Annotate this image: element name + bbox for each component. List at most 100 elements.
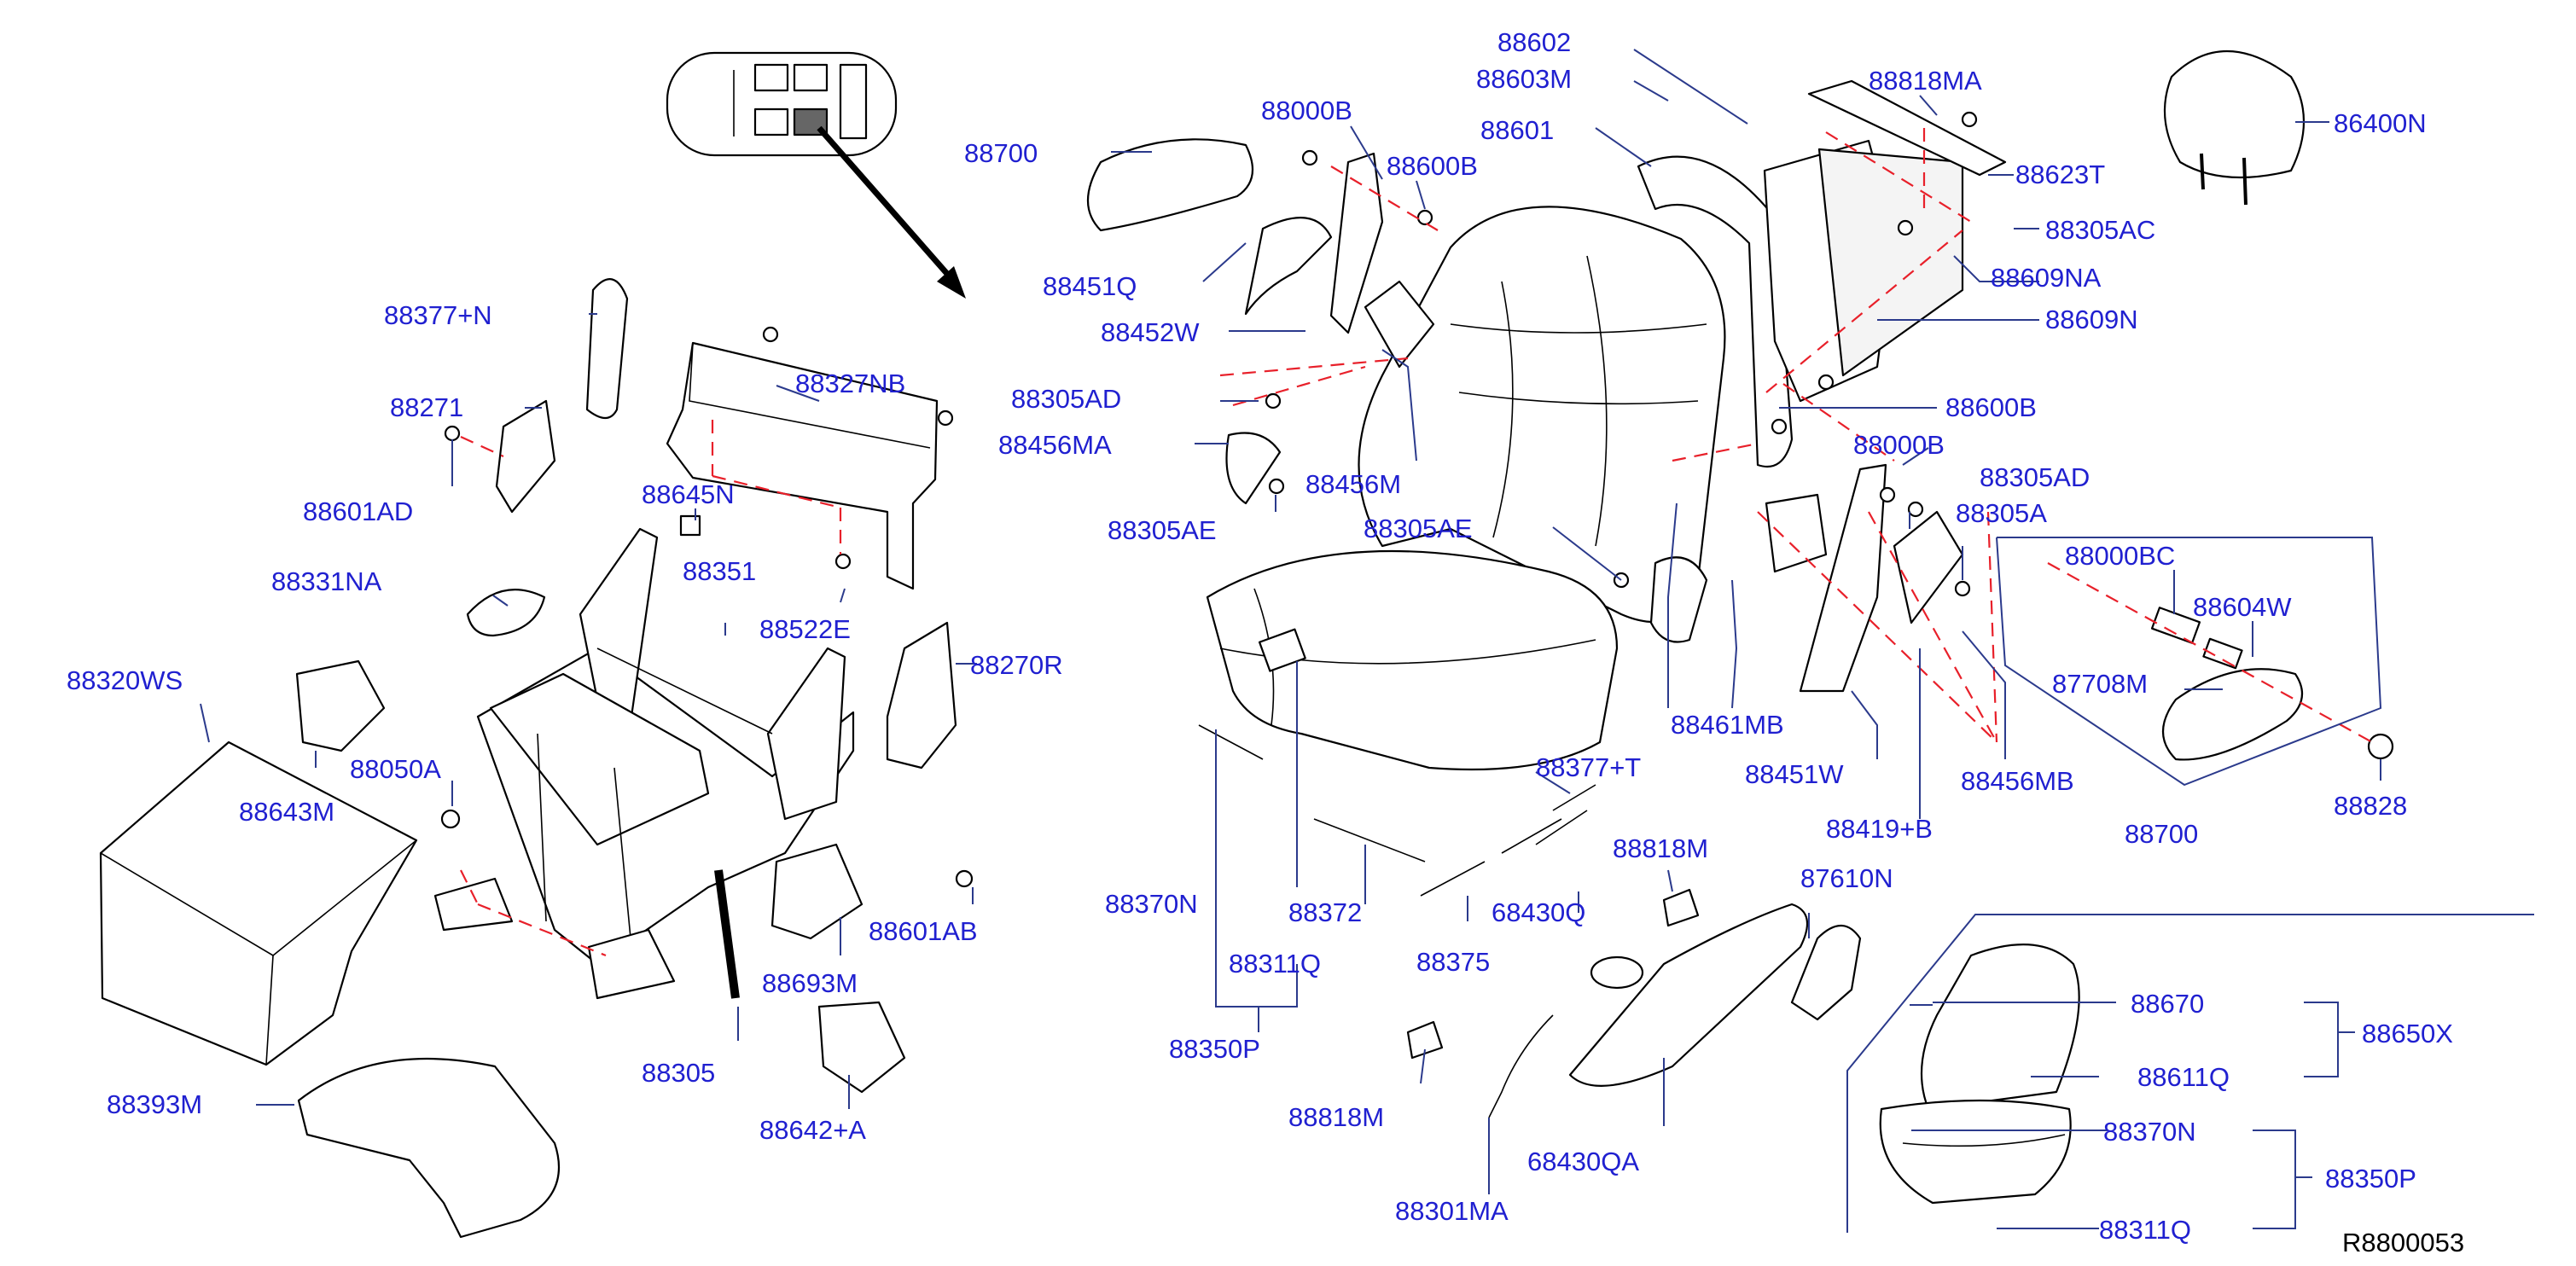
label-88604w[interactable]: 88604W	[2193, 592, 2292, 622]
dashed-assembly-guides	[460, 128, 2373, 957]
label-88393m[interactable]: 88393M	[107, 1089, 202, 1119]
label-88377n[interactable]: 88377+N	[384, 300, 492, 330]
label-88818m-top[interactable]: 88818M	[1613, 833, 1708, 863]
headrest-86400N	[2163, 49, 2305, 206]
cover-88270R	[886, 621, 957, 769]
label-88377t[interactable]: 88377+T	[1536, 752, 1641, 782]
label-88451w[interactable]: 88451W	[1745, 759, 1844, 789]
back-panel-88609N	[1763, 139, 1964, 403]
seat-cushion-88350P	[1206, 549, 1619, 771]
label-88600b-top[interactable]: 88600B	[1387, 151, 1478, 181]
storage-bin-88320WS	[99, 740, 418, 1066]
armrest-88700-top	[1086, 138, 1254, 232]
armrest-88700-right	[2150, 607, 2394, 761]
label-68430qa[interactable]: 68430QA	[1527, 1147, 1639, 1176]
recliner-hinge-left	[1225, 152, 1435, 505]
part-labels: 88700 88000B 88600B 88602 88603M 88601 8…	[67, 27, 2464, 1257]
label-88623t[interactable]: 88623T	[2015, 160, 2105, 189]
label-88602[interactable]: 88602	[1497, 27, 1571, 57]
label-88693m[interactable]: 88693M	[762, 968, 858, 998]
label-88050a[interactable]: 88050A	[350, 754, 441, 784]
label-88642a[interactable]: 88642+A	[759, 1115, 866, 1145]
label-88305ad-left[interactable]: 88305AD	[1011, 384, 1121, 414]
label-88452w[interactable]: 88452W	[1101, 317, 1200, 347]
label-88609n[interactable]: 88609N	[2045, 305, 2138, 334]
label-88350p-inset[interactable]: 88350P	[2325, 1164, 2416, 1193]
label-88456mb[interactable]: 88456MB	[1961, 766, 2074, 796]
small-bolts-centre	[1265, 111, 1978, 597]
label-88670[interactable]: 88670	[2131, 989, 2204, 1019]
label-88601ad[interactable]: 88601AD	[303, 497, 413, 526]
label-88818ma[interactable]: 88818MA	[1869, 66, 1982, 96]
label-88305ac[interactable]: 88305AC	[2045, 215, 2155, 245]
label-88271[interactable]: 88271	[390, 392, 463, 422]
label-88601ab[interactable]: 88601AB	[869, 916, 978, 946]
label-88456ma[interactable]: 88456MA	[998, 430, 1112, 460]
label-88828[interactable]: 88828	[2334, 791, 2407, 821]
label-88305[interactable]: 88305	[642, 1058, 715, 1088]
label-88000b-top[interactable]: 88000B	[1261, 96, 1352, 125]
label-88643m[interactable]: 88643M	[239, 797, 334, 827]
cable-88301MA	[1488, 1014, 1554, 1118]
label-88305a[interactable]: 88305A	[1956, 498, 2047, 528]
label-88000b-right[interactable]: 88000B	[1853, 430, 1945, 460]
label-88311q-inset[interactable]: 88311Q	[2099, 1215, 2191, 1245]
bracket-88271	[495, 399, 556, 514]
label-88603m[interactable]: 88603M	[1476, 64, 1572, 94]
label-88818m-bottom[interactable]: 88818M	[1288, 1102, 1384, 1132]
label-88311q-main[interactable]: 88311Q	[1229, 949, 1321, 979]
label-88375[interactable]: 88375	[1416, 947, 1490, 977]
handle-88331NA	[466, 588, 546, 637]
leader-lines	[200, 49, 2382, 1229]
recliner-hinge-right	[1649, 463, 1964, 693]
label-88305ae-left[interactable]: 88305AE	[1108, 515, 1217, 545]
label-88270r[interactable]: 88270R	[970, 650, 1063, 680]
label-86400n[interactable]: 86400N	[2334, 108, 2427, 138]
seat-back-88600	[1358, 206, 1726, 623]
label-88000bc[interactable]: 88000BC	[2065, 541, 2175, 571]
armrest-bracket-88377N	[585, 278, 629, 420]
label-88320ws[interactable]: 88320WS	[67, 665, 183, 695]
cup-holder-88693M	[770, 843, 864, 940]
label-88461mb[interactable]: 88461MB	[1671, 710, 1784, 740]
label-88301ma[interactable]: 88301MA	[1395, 1196, 1509, 1226]
label-87708m[interactable]: 87708M	[2052, 669, 2148, 699]
label-88305ae-mid[interactable]: 88305AE	[1364, 514, 1473, 543]
label-88601[interactable]: 88601	[1480, 115, 1554, 145]
seat-back-frame-88601	[1637, 155, 1794, 468]
floor-cover-88393M	[297, 1057, 561, 1239]
label-88370n-inset[interactable]: 88370N	[2103, 1117, 2196, 1147]
label-88372[interactable]: 88372	[1288, 897, 1362, 927]
clips-88818M	[1406, 888, 1700, 1060]
seat-base-frame	[433, 341, 939, 1000]
label-88611q[interactable]: 88611Q	[2137, 1062, 2230, 1092]
label-88327nb[interactable]: 88327NB	[795, 369, 905, 398]
label-88351[interactable]: 88351	[683, 556, 756, 586]
label-88609na[interactable]: 88609NA	[1991, 263, 2102, 293]
side-trim-87610N	[1568, 903, 1862, 1087]
label-88451q[interactable]: 88451Q	[1043, 271, 1137, 301]
label-88650x[interactable]: 88650X	[2362, 1019, 2453, 1048]
latch-88642A	[817, 1001, 906, 1094]
label-88419b[interactable]: 88419+B	[1826, 814, 1933, 844]
label-88645n[interactable]: 88645N	[642, 479, 735, 509]
label-88370n-main[interactable]: 88370N	[1105, 889, 1198, 919]
label-87610n[interactable]: 87610N	[1800, 863, 1893, 893]
label-88350p-main[interactable]: 88350P	[1169, 1034, 1260, 1064]
label-88305ad-right[interactable]: 88305AD	[1980, 462, 2090, 492]
label-88456m[interactable]: 88456M	[1305, 469, 1401, 499]
label-88700-right[interactable]: 88700	[2125, 819, 2198, 849]
vehicle-locator-icon	[666, 51, 966, 299]
trim-panel-88818MA	[1807, 79, 2007, 177]
springs-88375	[1198, 724, 1596, 897]
label-88522e[interactable]: 88522E	[759, 614, 851, 644]
inset-seat-variant	[1846, 914, 2534, 1233]
diagram-reference-code: R8800053	[2342, 1228, 2464, 1257]
label-88600b-right[interactable]: 88600B	[1945, 392, 2037, 422]
cup-holder-88643M	[295, 659, 386, 752]
label-68430q[interactable]: 68430Q	[1492, 897, 1585, 927]
label-88700-top[interactable]: 88700	[964, 138, 1038, 168]
strut-88305	[714, 869, 740, 999]
label-88331na[interactable]: 88331NA	[271, 566, 382, 596]
